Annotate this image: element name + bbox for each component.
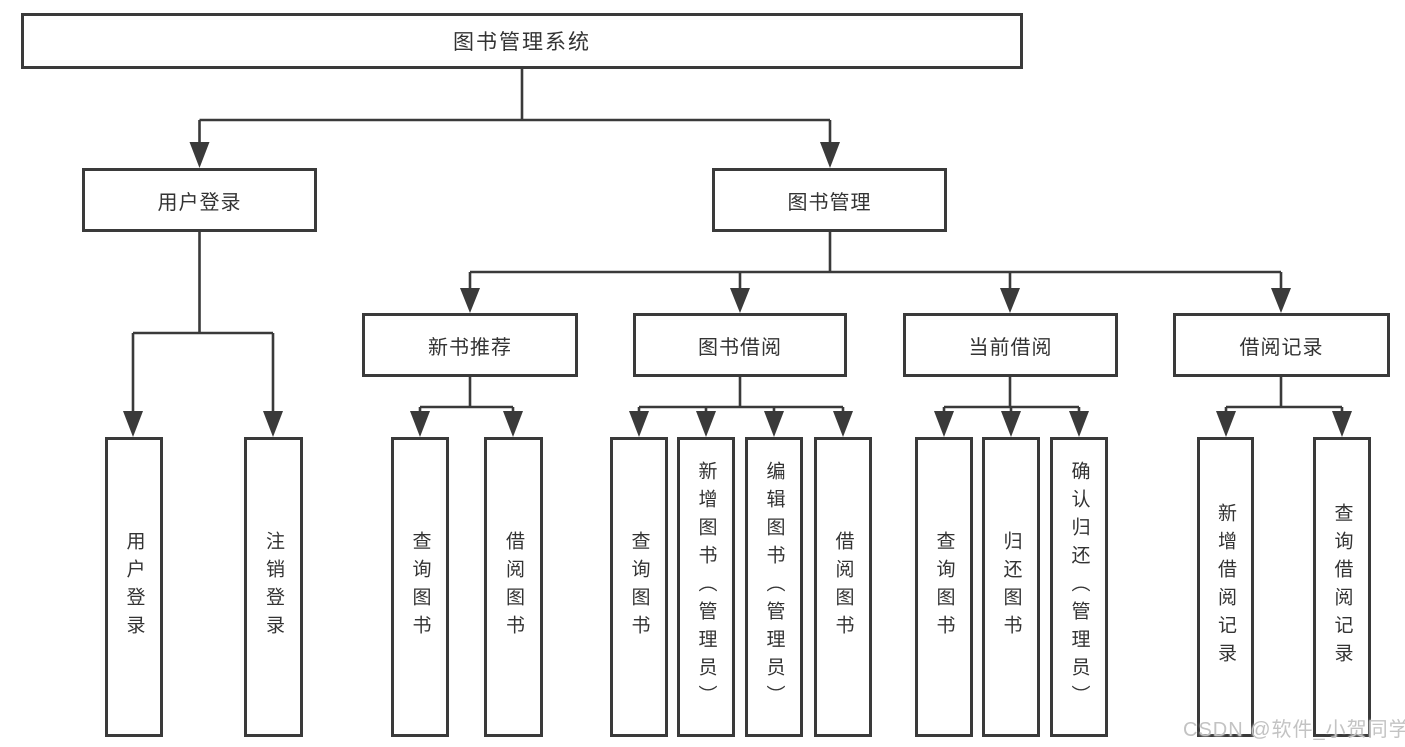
node-leaf-user-login: 用户登录: [105, 437, 163, 737]
node-label: 借阅图书: [503, 531, 524, 643]
node-label: 图书管理: [787, 191, 872, 214]
node-new-book-recommend: 新书推荐: [362, 313, 578, 377]
node-label: 查询图书: [409, 531, 431, 643]
node-label: 借阅记录: [1239, 336, 1324, 359]
arrowhead-icons: [123, 142, 1352, 437]
node-leaf-cb-return-book: 归还图书: [982, 437, 1040, 737]
node-label: 用户登录: [157, 191, 242, 214]
node-book-borrow: 图书借阅: [633, 313, 847, 377]
node-leaf-nb-query-book: 查询图书: [391, 437, 449, 737]
node-label: 借阅图书: [832, 531, 854, 643]
node-root-system: 图书管理系统: [21, 13, 1023, 69]
node-leaf-bb-add-book: 新增图书（管理员）: [677, 437, 735, 737]
node-leaf-br-add-record: 新增借阅记录: [1197, 437, 1254, 737]
node-user-login: 用户登录: [82, 168, 317, 232]
node-label: 编辑图书（管理员）: [763, 461, 785, 713]
node-label: 确认归还（管理员）: [1068, 461, 1090, 713]
node-book-management: 图书管理: [712, 168, 947, 232]
node-label: 查询图书: [628, 531, 650, 643]
node-leaf-cb-query-book: 查询图书: [915, 437, 973, 737]
node-label: 新增图书（管理员）: [695, 461, 717, 713]
node-leaf-br-query-record: 查询借阅记录: [1313, 437, 1371, 737]
node-label: 图书借阅: [698, 336, 782, 359]
node-label: 当前借阅: [968, 336, 1053, 359]
node-leaf-bb-borrow-book: 借阅图书: [814, 437, 872, 737]
node-borrow-records: 借阅记录: [1173, 313, 1390, 377]
node-label: 查询借阅记录: [1331, 503, 1353, 671]
node-label: 新增借阅记录: [1215, 503, 1236, 671]
node-label: 查询图书: [933, 531, 955, 643]
node-label: 注销登录: [263, 531, 284, 643]
node-label: 图书管理系统: [453, 31, 591, 54]
node-leaf-nb-borrow-book: 借阅图书: [484, 437, 543, 737]
node-current-borrow: 当前借阅: [903, 313, 1118, 377]
node-label: 用户登录: [123, 531, 145, 643]
node-leaf-bb-edit-book: 编辑图书（管理员）: [745, 437, 803, 737]
node-label: 归还图书: [1000, 531, 1022, 643]
node-leaf-logout: 注销登录: [244, 437, 303, 737]
node-label: 新书推荐: [428, 336, 512, 359]
node-leaf-bb-query-book: 查询图书: [610, 437, 668, 737]
node-leaf-cb-confirm-return: 确认归还（管理员）: [1050, 437, 1108, 737]
csdn-watermark: CSDN @软件_小贺同学: [1183, 719, 1405, 741]
